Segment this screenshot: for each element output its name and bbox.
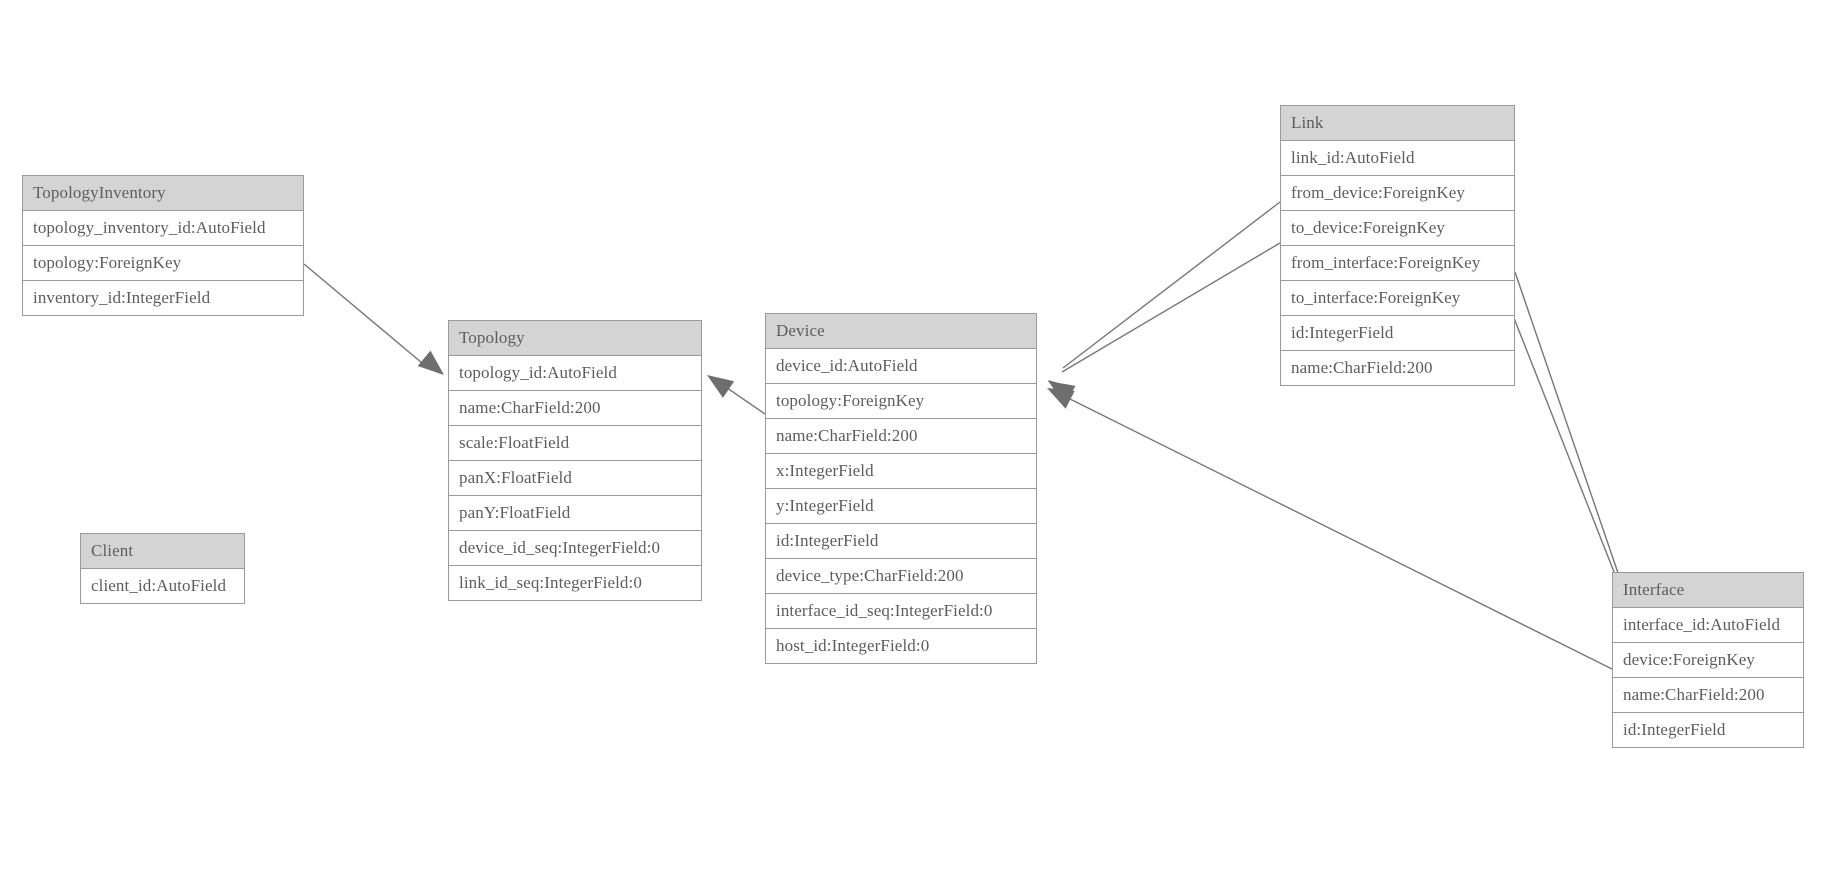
- entity-field-row[interactable]: panY:FloatField: [449, 496, 701, 531]
- entity-field-row[interactable]: name:CharField:200: [1281, 351, 1514, 385]
- entity-field-row[interactable]: name:CharField:200: [1613, 678, 1803, 713]
- relationship-arrowhead: [707, 375, 735, 398]
- relationship-arrowhead: [1048, 381, 1076, 403]
- entity-field-row[interactable]: host_id:IntegerField:0: [766, 629, 1036, 663]
- entity-field-row[interactable]: to_interface:ForeignKey: [1281, 281, 1514, 316]
- relationship-line: [303, 263, 429, 369]
- relationship-arrowhead: [1047, 388, 1075, 409]
- relationship-line: [1511, 312, 1630, 611]
- entity-field-row[interactable]: panX:FloatField: [449, 461, 701, 496]
- entity-field-row[interactable]: id:IntegerField: [766, 524, 1036, 559]
- entity-title-interface: Interface: [1613, 573, 1803, 608]
- entity-title-device: Device: [766, 314, 1036, 349]
- entity-field-row[interactable]: topology:ForeignKey: [23, 246, 303, 281]
- entity-field-row[interactable]: id:IntegerField: [1613, 713, 1803, 747]
- entity-field-row[interactable]: id:IntegerField: [1281, 316, 1514, 351]
- entity-field-row[interactable]: from_interface:ForeignKey: [1281, 246, 1514, 281]
- entity-field-row[interactable]: device:ForeignKey: [1613, 643, 1803, 678]
- entity-field-row[interactable]: name:CharField:200: [766, 419, 1036, 454]
- rel-link-from-device: [1048, 201, 1281, 404]
- relationship-arrowhead: [417, 350, 444, 375]
- entity-field-row[interactable]: topology_inventory_id:AutoField: [23, 211, 303, 246]
- entity-field-row[interactable]: topology_id:AutoField: [449, 356, 701, 391]
- rel-device-topology: [707, 375, 766, 415]
- entity-field-row[interactable]: client_id:AutoField: [81, 569, 244, 603]
- entity-title-link: Link: [1281, 106, 1514, 141]
- relationship-line: [1061, 394, 1613, 670]
- entity-field-row[interactable]: inventory_id:IntegerField: [23, 281, 303, 315]
- rel-link-to-device: [1048, 242, 1281, 403]
- entity-field-row[interactable]: link_id:AutoField: [1281, 141, 1514, 176]
- entity-field-row[interactable]: to_device:ForeignKey: [1281, 211, 1514, 246]
- entity-field-row[interactable]: link_id_seq:IntegerField:0: [449, 566, 701, 600]
- relationship-arrowhead: [1048, 380, 1075, 404]
- entity-field-row[interactable]: device_id_seq:IntegerField:0: [449, 531, 701, 566]
- entity-title-client: Client: [81, 534, 244, 569]
- entity-field-row[interactable]: from_device:ForeignKey: [1281, 176, 1514, 211]
- entity-title-topology: Topology: [449, 321, 701, 356]
- entity-field-row[interactable]: interface_id:AutoField: [1613, 608, 1803, 643]
- relationship-line: [1514, 271, 1631, 609]
- relationship-line: [1061, 242, 1281, 373]
- entity-field-row[interactable]: topology:ForeignKey: [766, 384, 1036, 419]
- entity-field-row[interactable]: interface_id_seq:IntegerField:0: [766, 594, 1036, 629]
- entity-field-row[interactable]: device_id:AutoField: [766, 349, 1036, 384]
- entity-title-topologyinventory: TopologyInventory: [23, 176, 303, 211]
- entity-field-row[interactable]: x:IntegerField: [766, 454, 1036, 489]
- relationship-line: [716, 380, 766, 415]
- rel-interface-device: [1047, 388, 1613, 670]
- entity-field-row[interactable]: name:CharField:200: [449, 391, 701, 426]
- rel-topologyinventory-topology: [303, 263, 444, 375]
- entity-field-row[interactable]: device_type:CharField:200: [766, 559, 1036, 594]
- entity-field-row[interactable]: y:IntegerField: [766, 489, 1036, 524]
- relationship-line: [1062, 201, 1281, 369]
- entity-field-row[interactable]: scale:FloatField: [449, 426, 701, 461]
